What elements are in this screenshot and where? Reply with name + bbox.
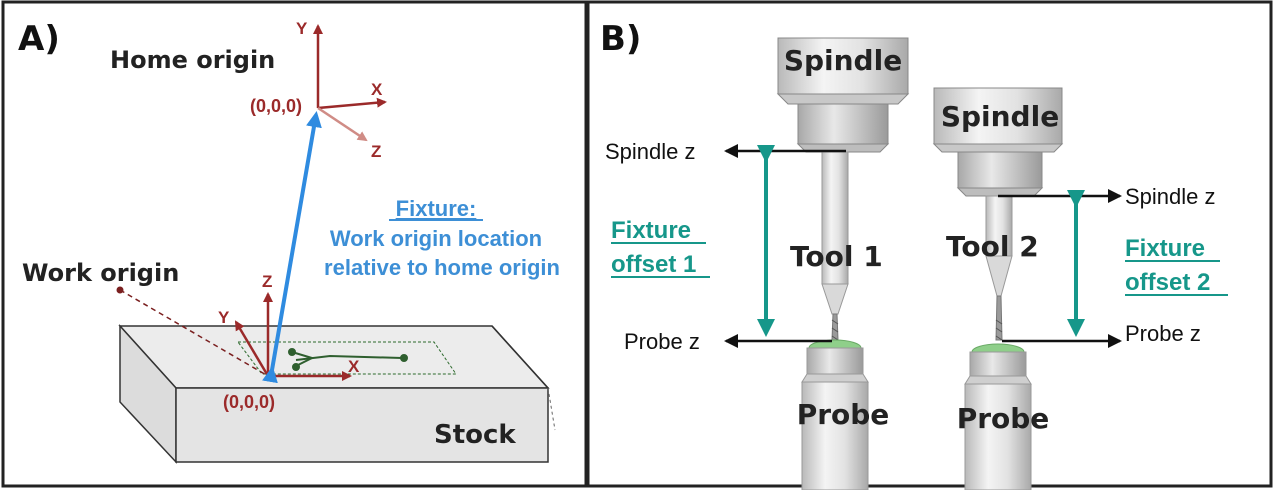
stock-block <box>118 324 556 464</box>
probe-2 <box>964 343 1032 490</box>
spindle-2 <box>932 87 1064 197</box>
fixture-offset-2-line-1: Fixture <box>1125 235 1205 262</box>
fixture-offset-1-line-1: Fixture <box>611 217 691 244</box>
panel-a-letter: A) <box>18 19 60 59</box>
work-origin-label: Work origin <box>22 259 179 287</box>
part-outline <box>237 341 457 375</box>
fixture-offset-2-line-2: offset 2 <box>1125 269 1210 296</box>
fixture-offset-1-line-2: offset 1 <box>611 251 696 278</box>
home-axis-z-label: Z <box>371 142 381 161</box>
fixture-vector <box>262 111 322 384</box>
work-coord: (0,0,0) <box>223 392 275 412</box>
probe-2-label: Probe <box>957 402 1050 435</box>
home-origin-axes <box>313 24 387 142</box>
spindle-z-label-2: Spindle z <box>1125 184 1216 209</box>
fixture-line-1: Work origin location <box>330 226 542 251</box>
work-origin-leader <box>119 289 269 377</box>
spindle-1-label: Spindle <box>784 44 902 77</box>
home-coord: (0,0,0) <box>250 96 302 116</box>
home-origin-label: Home origin <box>110 46 275 74</box>
probe-1 <box>801 339 869 490</box>
tool-2-label: Tool 2 <box>946 230 1039 263</box>
panel-a-frame <box>1 0 588 488</box>
tool-2 <box>985 195 1013 341</box>
work-axis-y-label: Y <box>218 308 230 327</box>
spindle-1 <box>776 37 910 153</box>
stock-label: Stock <box>434 420 516 450</box>
home-axis-y-label: Y <box>296 19 308 38</box>
work-axis-x-label: X <box>348 357 360 376</box>
work-axis-z-label: Z <box>262 272 272 291</box>
tool-1 <box>821 151 849 341</box>
tool-1-label: Tool 1 <box>790 240 883 273</box>
probe-z-label-1: Probe z <box>624 329 700 354</box>
panel-b-frame <box>586 0 1273 488</box>
spindle-2-label: Spindle <box>941 100 1059 133</box>
panel-b-letter: B) <box>600 19 641 59</box>
spindle-z-label-1: Spindle z <box>605 139 696 164</box>
probe-z-label-2: Probe z <box>1125 321 1201 346</box>
probe-1-label: Probe <box>797 398 890 431</box>
fixture-title: Fixture: <box>396 196 477 221</box>
home-axis-x-label: X <box>371 80 383 99</box>
fixture-line-2: relative to home origin <box>324 255 560 280</box>
work-origin-dot <box>116 286 124 294</box>
